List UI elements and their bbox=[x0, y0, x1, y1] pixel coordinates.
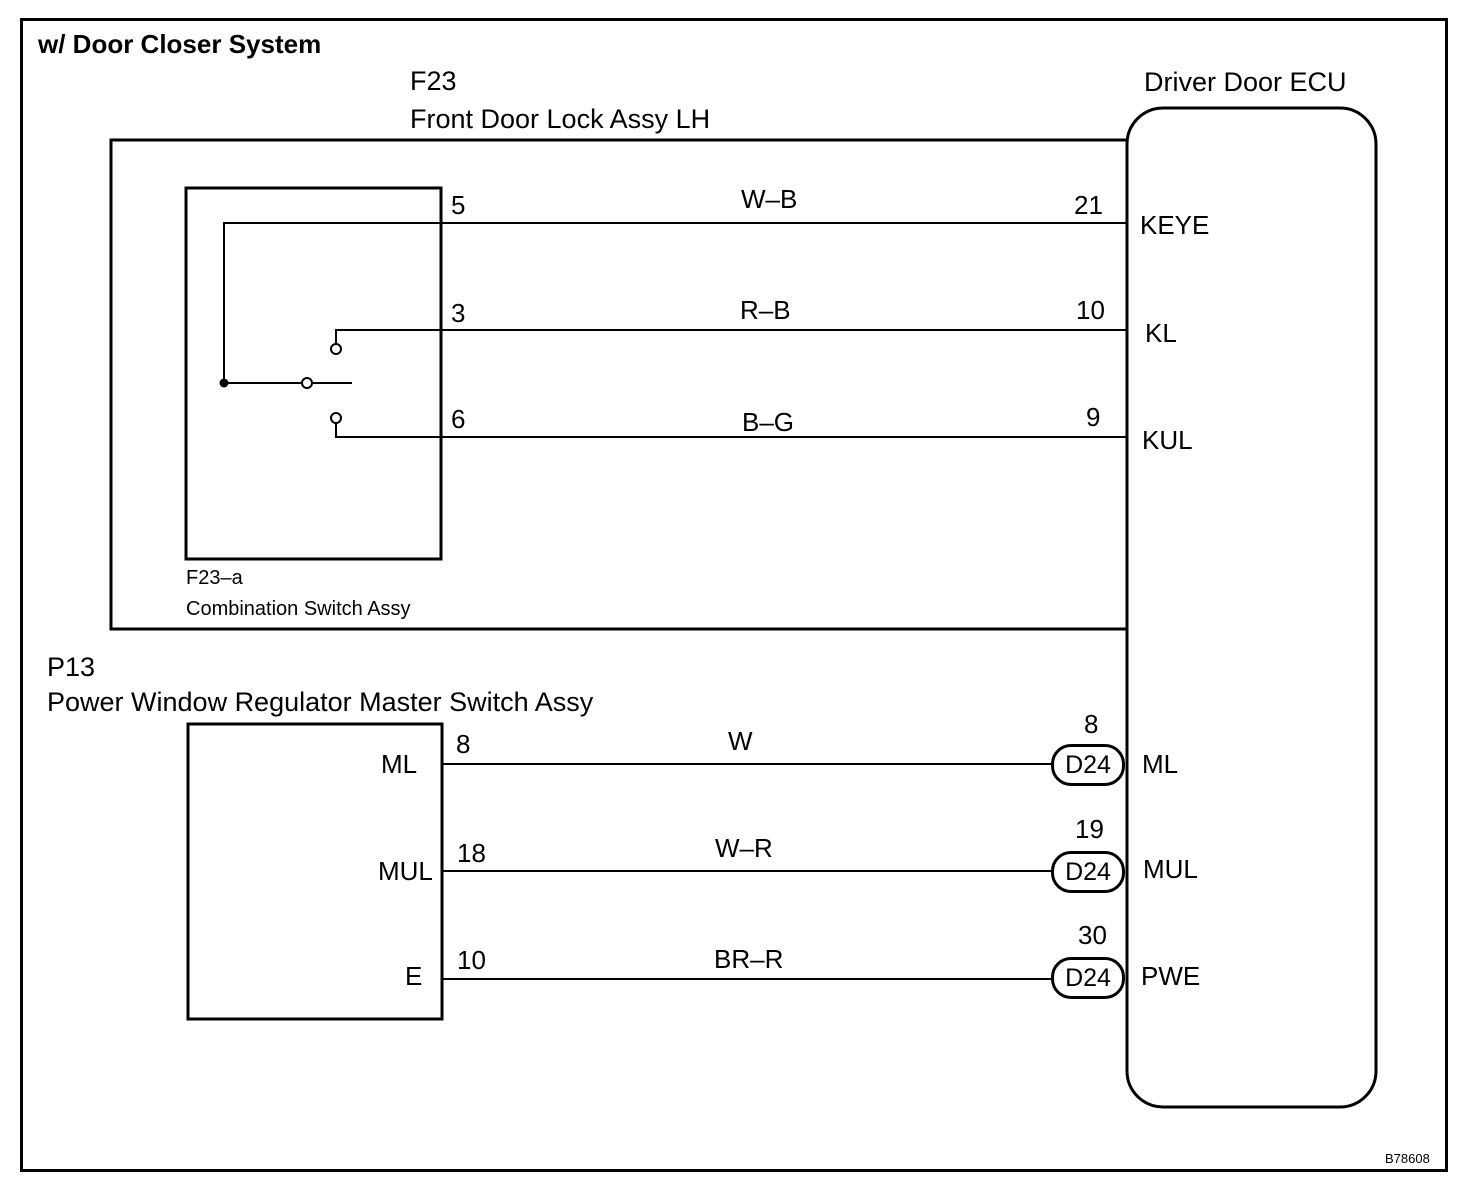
f23a-name: Combination Switch Assy bbox=[186, 598, 411, 620]
diagram-frame bbox=[20, 18, 1448, 1172]
f23a-code: F23–a bbox=[186, 567, 243, 589]
p13-terminal-e: E bbox=[405, 961, 423, 991]
ecu-box bbox=[1125, 106, 1378, 1109]
diagram-title: w/ Door Closer System bbox=[38, 29, 322, 59]
ecu-terminal-kl: KL bbox=[1145, 318, 1177, 348]
p13-terminal-ml: ML bbox=[381, 749, 418, 779]
p13-pin-18: 18 bbox=[457, 838, 486, 868]
ecu-terminal-keye: KEYE bbox=[1140, 210, 1210, 240]
switch-symbol bbox=[219, 222, 441, 438]
wire-color-w-r: W–R bbox=[715, 833, 773, 863]
p13-terminal-mul: MUL bbox=[378, 856, 433, 886]
wire-color-b-g: B–G bbox=[742, 407, 795, 437]
ecu-pin-21: 21 bbox=[1074, 190, 1103, 220]
f23-name: Front Door Lock Assy LH bbox=[410, 104, 711, 134]
f23-housing-outline bbox=[109, 138, 1127, 631]
p13-pin-10: 10 bbox=[457, 945, 486, 975]
combination-switch-box bbox=[184, 186, 443, 561]
ecu-name: Driver Door ECU bbox=[1144, 67, 1347, 97]
wire-color-br-r: BR–R bbox=[714, 944, 784, 974]
wire-color-w: W bbox=[728, 726, 753, 756]
p13-pin-8: 8 bbox=[456, 729, 471, 759]
connector-d24: D24 bbox=[1051, 851, 1125, 893]
p13-name: Power Window Regulator Master Switch Ass… bbox=[47, 687, 594, 717]
connector-d24: D24 bbox=[1051, 957, 1125, 999]
ecu-terminal-pwe: PWE bbox=[1141, 961, 1201, 991]
p13-code: P13 bbox=[47, 652, 96, 682]
figure-id: B78608 bbox=[1385, 1151, 1430, 1166]
ecu-pin-19: 19 bbox=[1075, 814, 1104, 844]
ecu-pin-10: 10 bbox=[1076, 295, 1105, 325]
ecu-terminal-kul: KUL bbox=[1142, 425, 1193, 455]
ecu-pin-8: 8 bbox=[1084, 709, 1099, 739]
ecu-pin-30: 30 bbox=[1078, 920, 1107, 950]
f23-code: F23 bbox=[410, 66, 457, 96]
ecu-pin-9: 9 bbox=[1086, 402, 1101, 432]
ecu-terminal-ml: ML bbox=[1142, 749, 1179, 779]
ecu-terminal-mul: MUL bbox=[1143, 854, 1198, 884]
f23-pin-3: 3 bbox=[451, 298, 466, 328]
wire-color-r-b: R–B bbox=[740, 295, 791, 325]
f23-pin-5: 5 bbox=[451, 190, 466, 220]
f23-pin-6: 6 bbox=[451, 404, 466, 434]
connector-d24: D24 bbox=[1051, 744, 1125, 786]
wire-color-w-b: W–B bbox=[741, 184, 798, 214]
